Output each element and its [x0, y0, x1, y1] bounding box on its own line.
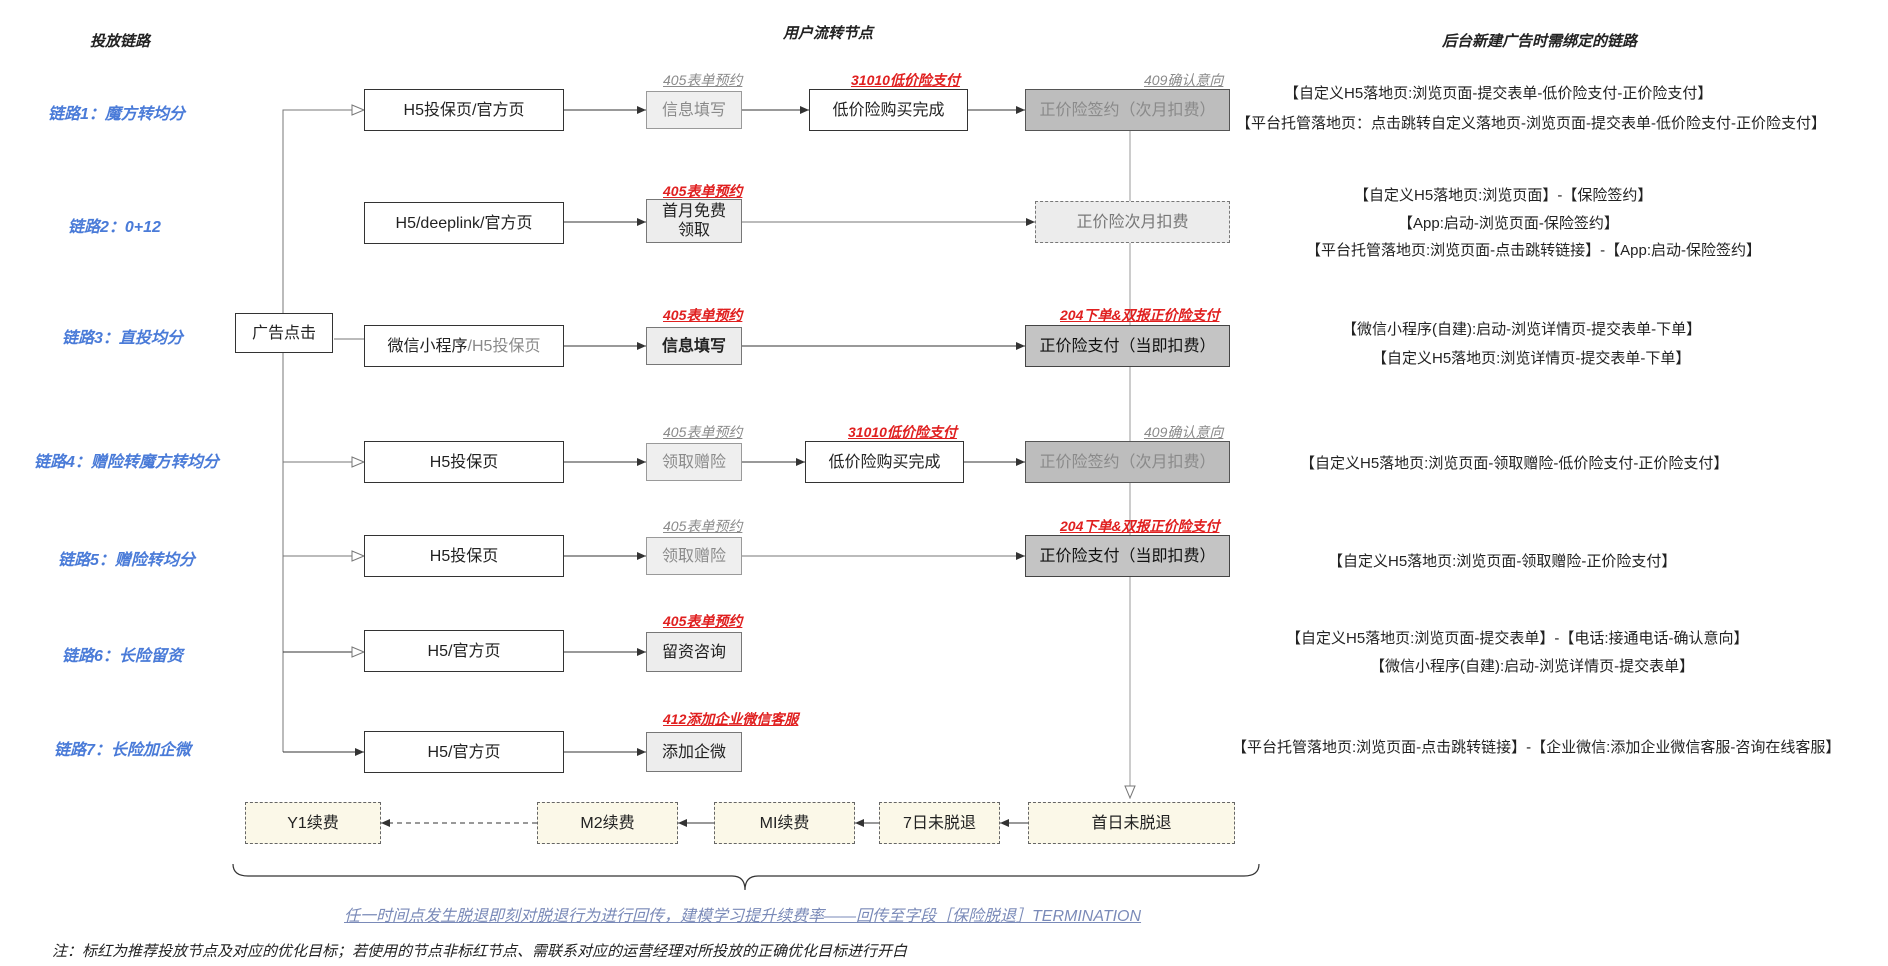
row6-label-405: 405表单预约 [663, 613, 743, 629]
row5-pay-node: 正价险支付（当即扣费） [1025, 535, 1230, 577]
row7-label-412: 412添加企业微信客服 [663, 711, 799, 727]
right-line-9: 【自定义H5落地页:浏览页面-领取赠险-正价险支付】 [1328, 553, 1677, 570]
entry-node-3-alt: /H5投保页 [467, 337, 541, 355]
row7-wecom-node: 添加企微 [646, 732, 742, 772]
row4-low-price-node: 低价险购买完成 [805, 441, 964, 483]
row3-label-405: 405表单预约 [663, 307, 743, 323]
renewal-y1: Y1续费 [245, 802, 381, 844]
right-line-10: 【自定义H5落地页:浏览页面-提交表单】-【电话:接通电话-确认意向】 [1286, 630, 1749, 647]
right-line-8: 【自定义H5落地页:浏览页面-领取赠险-低价险支付-正价险支付】 [1300, 455, 1729, 472]
row1-label-409: 409确认意向 [1144, 72, 1224, 88]
header-middle: 用户流转节点 [783, 25, 874, 42]
row4-sign-node: 正价险签约（次月扣费） [1025, 441, 1230, 483]
renewal-m2: M2续费 [537, 802, 678, 844]
right-line-6: 【微信小程序(自建):启动-浏览详情页-提交表单-下单】 [1342, 321, 1702, 338]
header-left: 投放链路 [90, 33, 151, 50]
row1-label-405: 405表单预约 [663, 72, 743, 88]
chain-label-2: 链路2：0+12 [68, 219, 161, 236]
ad-click-node: 广告点击 [235, 313, 333, 353]
chain-label-1: 链路1：魔方转均分 [48, 106, 185, 123]
chain-label-3: 链路3：直投均分 [62, 330, 183, 347]
entry-node-2: H5/deeplink/官方页 [364, 202, 564, 244]
entry-node-5: H5投保页 [364, 535, 564, 577]
chain-label-5: 链路5：赠险转均分 [58, 552, 195, 569]
right-line-12: 【平台托管落地页:浏览页面-点击跳转链接】-【企业微信:添加企业微信客服-咨询在… [1232, 739, 1841, 756]
entry-node-6: H5/官方页 [364, 630, 564, 672]
header-right: 后台新建广告时需绑定的链路 [1442, 33, 1638, 50]
entry-node-3-main: 微信小程序 [387, 337, 468, 355]
row5-label-405: 405表单预约 [663, 518, 743, 534]
chain-label-7: 链路7：长险加企微 [54, 742, 191, 759]
chain-label-4: 链路4：赠险转魔方转均分 [34, 454, 219, 471]
row2-next-month-node: 正价险次月扣费 [1035, 201, 1230, 243]
row4-gift-node: 领取赠险 [646, 443, 742, 481]
entry-node-3: 微信小程序/H5投保页 [364, 325, 564, 367]
footer-termination-note: 任一时间点发生脱退即刻对脱退行为进行回传，建模学习提升续费率——回传至字段［保险… [344, 908, 1142, 925]
entry-node-4: H5投保页 [364, 441, 564, 483]
right-line-2: 【平台托管落地页：点击跳转自定义落地页-浏览页面-提交表单-低价险支付-正价险支… [1236, 115, 1826, 132]
row3-pay-node: 正价险支付（当即扣费） [1025, 325, 1230, 367]
row1-low-price-node: 低价险购买完成 [809, 89, 968, 131]
row4-label-405: 405表单预约 [663, 424, 743, 440]
bottom-note: 注：标红为推荐投放节点及对应的优化目标；若使用的节点非标红节点、需联系对应的运营… [52, 943, 908, 960]
entry-node-7: H5/官方页 [364, 731, 564, 773]
right-line-11: 【微信小程序(自建):启动-浏览详情页-提交表单】 [1370, 658, 1695, 675]
row3-label-204: 204下单&双报正价险支付 [1060, 307, 1220, 323]
row5-label-204: 204下单&双报正价险支付 [1060, 518, 1220, 534]
row1-label-31010: 31010低价险支付 [851, 72, 960, 88]
chain-label-6: 链路6：长险留资 [62, 648, 183, 665]
right-line-5: 【平台托管落地页:浏览页面-点击跳转链接】-【App:启动-保险签约】 [1306, 242, 1762, 259]
right-line-7: 【自定义H5落地页:浏览详情页-提交表单-下单】 [1372, 350, 1691, 367]
entry-node-1: H5投保页/官方页 [364, 89, 564, 131]
renewal-7day: 7日未脱退 [879, 802, 1000, 844]
renewal-first-day: 首日未脱退 [1028, 802, 1235, 844]
row4-label-31010: 31010低价险支付 [848, 424, 957, 440]
row2-label-405: 405表单预约 [663, 183, 743, 199]
row1-sign-node: 正价险签约（次月扣费） [1025, 89, 1230, 131]
right-line-1: 【自定义H5落地页:浏览页面-提交表单-低价险支付-正价险支付】 [1284, 85, 1713, 102]
row3-form-node: 信息填写 [646, 327, 742, 365]
right-line-4: 【App:启动-浏览页面-保险签约】 [1398, 215, 1619, 232]
right-line-3: 【自定义H5落地页:浏览页面】-【保险签约】 [1354, 187, 1653, 204]
row2-free-node: 首月免费领取 [646, 199, 742, 243]
row1-form-node: 信息填写 [646, 91, 742, 129]
renewal-m1: MI续费 [714, 802, 855, 844]
row4-label-409: 409确认意向 [1144, 424, 1224, 440]
row5-gift-node: 领取赠险 [646, 537, 742, 575]
row6-consult-node: 留资咨询 [646, 632, 742, 672]
